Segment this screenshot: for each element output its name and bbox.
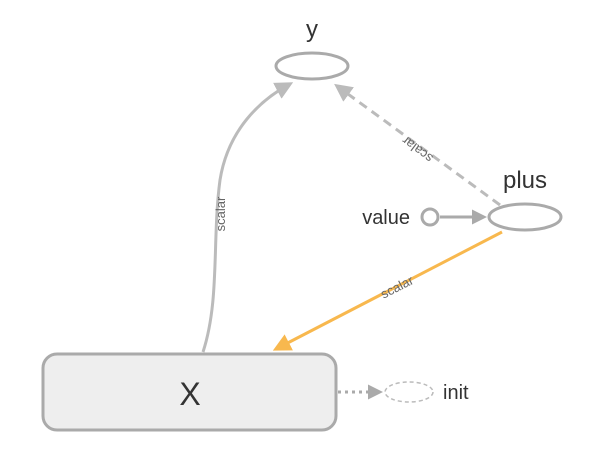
node-init-shape[interactable]	[384, 381, 434, 403]
edge-label-plus-to-y: scalar	[398, 133, 435, 166]
node-value-label: value	[362, 207, 410, 229]
edge-plus-to-y[interactable]	[334, 83, 501, 207]
edge-x-to-y[interactable]	[201, 82, 294, 353]
edge-label-plus-to-x: scalar	[378, 272, 416, 301]
node-init-label: init	[443, 382, 469, 404]
node-value[interactable]: value	[362, 207, 440, 229]
node-init[interactable]: init	[384, 381, 469, 404]
node-y-shape[interactable]	[274, 51, 350, 81]
node-y[interactable]: y	[274, 16, 350, 81]
node-plus-shape[interactable]	[487, 202, 563, 232]
node-plus-label: plus	[503, 167, 547, 194]
node-plus[interactable]: plus	[487, 167, 563, 232]
node-x-shape[interactable]	[41, 352, 338, 432]
node-y-label: y	[306, 16, 318, 43]
node-x-label: X	[179, 376, 200, 412]
node-value-shape[interactable]	[420, 207, 440, 227]
node-x[interactable]: X	[41, 352, 338, 432]
edge-label-x-to-y: scalar	[213, 196, 228, 231]
edge-plus-to-x[interactable]	[272, 230, 503, 351]
